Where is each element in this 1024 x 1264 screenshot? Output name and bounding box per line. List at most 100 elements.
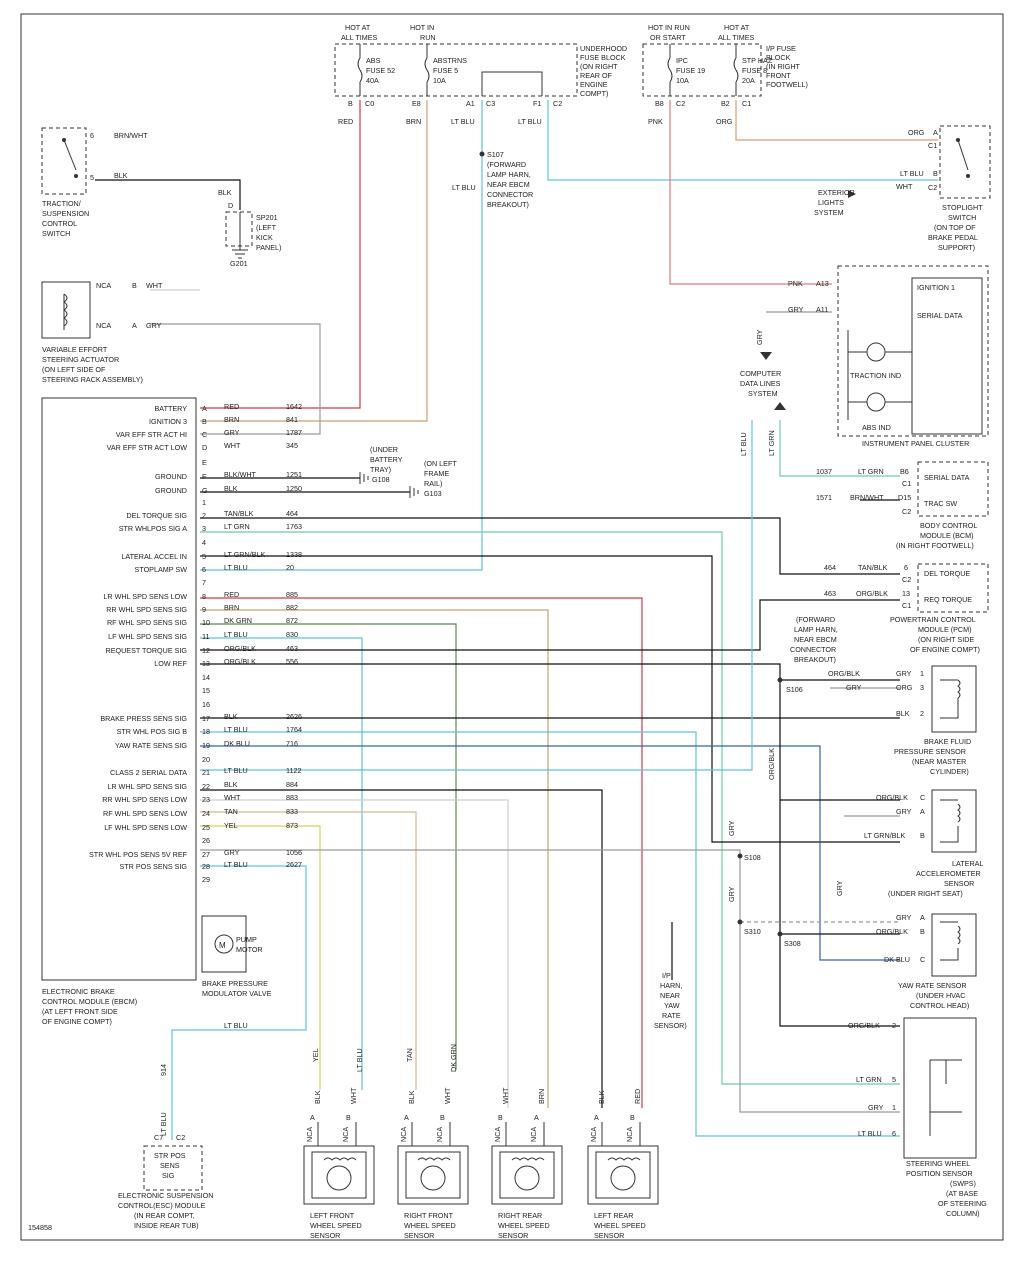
ebcm-wire-color: YEL (224, 821, 238, 830)
svg-text:ENGINE: ENGINE (580, 80, 608, 89)
svg-text:I/P FUSE: I/P FUSE (766, 44, 796, 53)
ebcm-circuit-number: 1251 (286, 470, 302, 479)
svg-text:BREAKOUT): BREAKOUT) (794, 655, 836, 664)
wheel-sensor-pin: B (346, 1113, 351, 1122)
svg-text:SENSOR): SENSOR) (654, 1021, 687, 1030)
ebcm-pin-number: A (202, 404, 207, 413)
svg-text:B6: B6 (900, 467, 909, 476)
svg-text:C1: C1 (928, 141, 937, 150)
ebcm-circuit-number: 1338 (286, 550, 302, 559)
ebcm-pin-number: 7 (202, 578, 206, 587)
stoplight-switch: ORG A C1 LT BLU B C2 WHT STOPLIGHT SWITC… (896, 128, 983, 252)
svg-text:C2: C2 (676, 99, 685, 108)
ebcm-wire-color: LT BLU (224, 766, 248, 775)
svg-text:GRY: GRY (835, 880, 844, 896)
ebcm-pin-name: RF WHL SPD SENS LOW (103, 809, 187, 818)
ebcm-circuit-number: 830 (286, 630, 298, 639)
svg-text:(ON RIGHT SIDE: (ON RIGHT SIDE (918, 635, 974, 644)
ebcm-pin-number: 12 (202, 646, 210, 655)
sp201-box (225, 211, 253, 247)
svg-text:GRY: GRY (727, 886, 736, 902)
wheel-sensor-top-wire: LT BLU (355, 1048, 364, 1072)
svg-text:HARN,: HARN, (660, 981, 682, 990)
svg-text:TRAC SW: TRAC SW (924, 499, 957, 508)
ebcm-pin-number: 10 (202, 618, 210, 627)
wire-del-torque (200, 517, 900, 575)
wheel-sensor-nca: NCA (399, 1127, 408, 1142)
ebcm-pin-number: 21 (202, 768, 210, 777)
ebcm-pin-name: GROUND (155, 486, 187, 495)
svg-text:BRN/WHT: BRN/WHT (114, 131, 148, 140)
svg-text:EXTERIOR: EXTERIOR (818, 188, 855, 197)
svg-text:RATE: RATE (662, 1011, 681, 1020)
svg-text:G201: G201 (230, 259, 248, 268)
wheel-sensor-nca: NCA (589, 1127, 598, 1142)
swps-box (903, 1017, 977, 1159)
instrument-panel-cluster: IGNITION 1 SERIAL DATA TRACTION IND ABS … (788, 277, 983, 448)
ebcm-circuit-number: 1122 (286, 766, 301, 775)
ebcm-pin-number: 14 (202, 673, 210, 682)
svg-text:BRAKE FLUID: BRAKE FLUID (924, 737, 971, 746)
lateral-accelerometer: ORG/BLK C GRY A LT GRN/BLK B LATERAL ACC… (864, 793, 983, 898)
ebcm-pin-number: 24 (202, 809, 210, 818)
svg-text:ORG/BLK: ORG/BLK (876, 793, 908, 802)
svg-text:(AT BASE: (AT BASE (946, 1189, 978, 1198)
steering-wheel-position-sensor: ORG/BLK 2 LT GRN 5 GRY 1 LT BLU 6 STEERI… (848, 1021, 987, 1218)
svg-text:LT BLU: LT BLU (224, 1021, 248, 1030)
ebcm-pin-number: 6 (202, 565, 206, 574)
svg-text:A1: A1 (466, 99, 475, 108)
svg-text:S310: S310 (744, 927, 761, 936)
ebcm-wire-color: GRY (224, 428, 240, 437)
svg-text:IGNITION 1: IGNITION 1 (917, 283, 955, 292)
wire-tan-rf (200, 811, 417, 1090)
svg-text:PRESSURE SENSOR: PRESSURE SENSOR (894, 747, 966, 756)
svg-text:PNK: PNK (788, 279, 803, 288)
wheel-sensor-pin: A (404, 1113, 409, 1122)
svg-text:FUSE 52: FUSE 52 (366, 66, 395, 75)
svg-text:INSTRUMENT PANEL CLUSTER: INSTRUMENT PANEL CLUSTER (862, 439, 969, 448)
svg-text:463: 463 (824, 589, 836, 598)
wheel-sensor-nca: NCA (305, 1127, 314, 1142)
ebcm-pin-number: 9 (202, 605, 206, 614)
svg-text:40A: 40A (366, 76, 379, 85)
ebcm-circuit-number: 1787 (286, 428, 302, 437)
svg-text:C: C (920, 955, 925, 964)
ebcm-circuit-number: 885 (286, 590, 298, 599)
fuse-pin-labels: B C0 E8 A1 C3 F1 C2 B8 C2 B2 C1 (348, 99, 751, 108)
ebcm-circuit-number: 464 (286, 509, 298, 518)
svg-text:SENSOR: SENSOR (944, 879, 974, 888)
svg-text:CYLINDER): CYLINDER) (930, 767, 969, 776)
svg-text:GRY: GRY (896, 807, 912, 816)
ebcm-pin-name: LF WHL SPD SENS SIG (108, 632, 187, 641)
ebcm-circuit-number: 872 (286, 616, 298, 625)
svg-text:SP201: SP201 (256, 213, 278, 222)
svg-text:ACCELEROMETER: ACCELEROMETER (916, 869, 981, 878)
svg-text:C2: C2 (553, 99, 562, 108)
ebcm-pin-number: 29 (202, 875, 210, 884)
ebcm-pin-name: RR WHL SPD SENS LOW (102, 795, 187, 804)
sp201: SP201 (LEFT KICK PANEL) G201 (230, 212, 281, 268)
svg-text:WHT: WHT (146, 281, 163, 290)
svg-text:914: 914 (159, 1064, 168, 1076)
ebcm-pin-number: 3 (202, 524, 206, 533)
svg-text:LAMP HARN,: LAMP HARN, (487, 170, 531, 179)
ebcm-pin-name: RR WHL SPD SENS SIG (106, 605, 187, 614)
traction-switch: 6 5 BRN/WHT BLK BLK D TRACTION/ SUSPENSI… (42, 131, 233, 238)
svg-text:NCA: NCA (96, 321, 111, 330)
wheel-sensor-wire: WHT (501, 1087, 510, 1104)
svg-text:MOTOR: MOTOR (236, 945, 263, 954)
ebcm-wire-color: BLK/WHT (224, 470, 257, 479)
wire-red-battery (200, 100, 361, 409)
svg-text:MODULE (PCM): MODULE (PCM) (918, 625, 972, 634)
svg-text:13: 13 (902, 589, 910, 598)
wheel-sensor-nca: NCA (493, 1127, 502, 1142)
ebcm-pin-name: VAR EFF STR ACT LOW (107, 443, 188, 452)
ebcm-wire-color: LT GRN/BLK (224, 550, 265, 559)
svg-text:S308: S308 (784, 939, 801, 948)
wheel-sensor-pin: A (310, 1113, 315, 1122)
ebcm-pin-number: 28 (202, 862, 210, 871)
svg-text:C3: C3 (486, 99, 495, 108)
ebcm-pin-name: LATERAL ACCEL IN (121, 552, 187, 561)
